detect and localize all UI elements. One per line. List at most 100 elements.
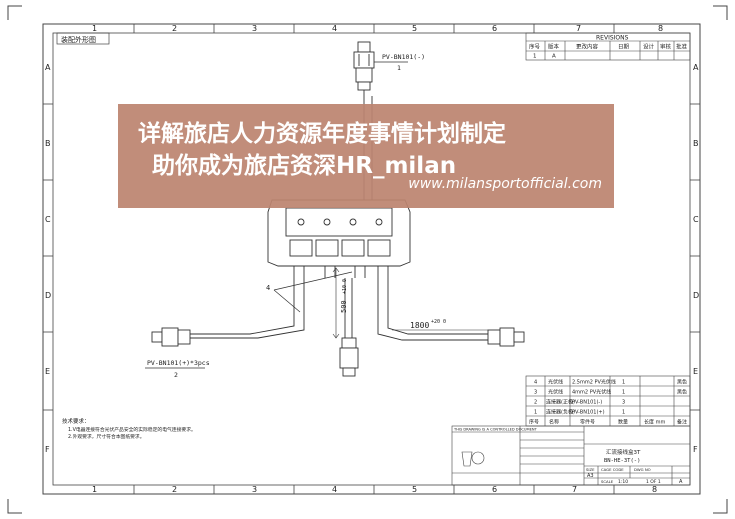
col-num-top-7: 7: [576, 24, 581, 33]
title-block-size: A3: [587, 473, 594, 479]
title-block-product-code: BN-HE-3T(-): [604, 458, 640, 464]
row-letter-right-f: F: [693, 445, 698, 454]
bom-row-3-qty: 1: [622, 390, 625, 396]
callout-4: 4: [266, 284, 270, 292]
col-num-bottom-3: 3: [252, 485, 257, 494]
bom-row-3-note: 黑色: [677, 389, 687, 396]
title-block-dwg-label: DWG NO: [634, 467, 651, 472]
rev-header-content: 更改内容: [576, 43, 599, 51]
bom-header-no: 序号: [529, 419, 539, 426]
bom-row-2-spec: PV-BN101(-): [572, 400, 602, 406]
bom-row-1-spec: PV-BN101(+): [572, 410, 605, 416]
bom-row-4-qty: 1: [622, 380, 625, 386]
top-connector-num: 1: [397, 64, 401, 72]
left-connector-num: 2: [174, 371, 178, 379]
bom-row-3-spec: 4mm2 PV光伏线: [572, 389, 611, 396]
title-block-rev: A: [679, 479, 683, 485]
banner-url[interactable]: www.milansportofficial.com: [408, 176, 602, 192]
col-num-bottom-6: 6: [492, 485, 497, 494]
bom-row-1-qty: 1: [622, 410, 625, 416]
title-block-controlled: THIS DRAWING IS A CONTROLLED DOCUMENT: [453, 428, 538, 432]
col-num-bottom-2: 2: [172, 485, 177, 494]
dim-vertical-tol: +10 0: [342, 279, 348, 294]
rev-header-design: 设计: [643, 43, 655, 51]
view-title-box: [56, 32, 110, 45]
col-num-top-6: 6: [492, 24, 497, 33]
watermark-banner: 详解旅店人力资源年度事情计划制定 助你成为旅店资深HR_milan www.mi…: [118, 104, 614, 208]
col-num-bottom-1: 1: [92, 485, 97, 494]
col-num-bottom-7: 7: [572, 485, 577, 494]
note-1: 1.V电器连接符合光伏产品安全的实际稳定的电气连接要求。: [68, 426, 196, 433]
col-num-bottom-4: 4: [332, 485, 337, 494]
bom-header-qty: 数量: [618, 419, 628, 426]
left-connector: [151, 327, 191, 347]
rev-header-check: 审核: [660, 43, 672, 51]
revisions-title: REVISIONS: [596, 35, 629, 42]
bottom-connector: [339, 337, 359, 377]
title-block-product-name: 汇流接线盒3T: [606, 448, 641, 456]
dim-horizontal: 1800: [410, 321, 429, 330]
row-letter-right-b: B: [693, 139, 699, 148]
row-letter-left-f: F: [45, 445, 50, 454]
dim-horizontal-tol: +20 0: [431, 319, 446, 325]
bom-row-4-note: 黑色: [677, 379, 687, 386]
col-num-top-4: 4: [332, 24, 337, 33]
sheet-inner-border: [52, 32, 691, 486]
title-block: [451, 425, 691, 486]
bom-row-1-name: 连接器(负极): [546, 409, 575, 416]
rev-header-approve: 批准: [676, 43, 688, 51]
bom-row-3-no: 3: [534, 390, 537, 396]
bom-row-2-name: 连接器(正极): [546, 399, 575, 406]
col-num-top-3: 3: [252, 24, 257, 33]
revisions-table: [525, 32, 691, 61]
bom-header-len: 长度 mm: [644, 419, 665, 426]
col-num-top-2: 2: [172, 24, 177, 33]
col-num-top-5: 5: [412, 24, 417, 33]
sheet-outer-border: [42, 23, 701, 495]
callout-4-leaders: [273, 271, 353, 313]
row-letter-left-c: C: [45, 215, 51, 224]
rev-row-no: 1: [533, 54, 537, 60]
banner-line-1: 详解旅店人力资源年度事情计划制定: [138, 121, 506, 147]
row-letter-left-e: E: [45, 367, 50, 376]
dimension-lines: [332, 267, 488, 339]
notes-title: 技术要求：: [62, 417, 90, 425]
top-connector: [353, 41, 375, 91]
title-block-size-label: SIZE: [586, 467, 595, 472]
col-num-top-1: 1: [92, 24, 97, 33]
title-block-scale: 1:10: [618, 479, 628, 485]
bom-row-1-no: 1: [534, 410, 537, 416]
title-block-scale-label: SCALE: [601, 479, 614, 484]
rev-header-no: 序号: [529, 43, 541, 51]
col-num-top-8: 8: [658, 24, 663, 33]
row-letter-right-d: D: [693, 291, 699, 300]
rev-header-ver: 版本: [548, 43, 560, 51]
rev-row-ver: A: [552, 54, 556, 60]
banner-line-2: 助你成为旅店资深HR_milan: [152, 153, 457, 179]
bom-header-name: 名称: [549, 419, 559, 426]
bom-row-2-no: 2: [534, 400, 537, 406]
bom-header-spec: 零件号: [580, 419, 595, 426]
junction-box: [267, 199, 411, 278]
col-num-bottom-8: 8: [652, 485, 657, 494]
zone-ticks: [43, 24, 700, 494]
dim-vertical: 500: [340, 300, 348, 313]
view-title: 装配外形图: [61, 35, 96, 44]
row-letter-left-a: A: [45, 63, 51, 72]
left-connector-label: PV-BN101(+)*3pcs: [147, 359, 210, 367]
corner-marks: [7, 5, 728, 514]
bom-row-3-name: 光伏线: [548, 389, 563, 396]
row-letter-right-a: A: [693, 63, 699, 72]
note-2: 2.外观要求，尺寸符合本图纸要求。: [68, 433, 145, 440]
row-letter-right-c: C: [693, 215, 699, 224]
bom-row-4-no: 4: [534, 380, 537, 386]
top-connector-label: PV-BN101(-): [382, 53, 425, 61]
bom-header-note: 备注: [677, 419, 687, 426]
row-letter-left-b: B: [45, 139, 51, 148]
title-block-cage-label: CAGE CODE: [601, 467, 624, 472]
col-num-bottom-5: 5: [412, 485, 417, 494]
bom-row-2-qty: 3: [622, 400, 625, 406]
right-connector: [487, 327, 525, 347]
row-letter-right-e: E: [693, 367, 698, 376]
